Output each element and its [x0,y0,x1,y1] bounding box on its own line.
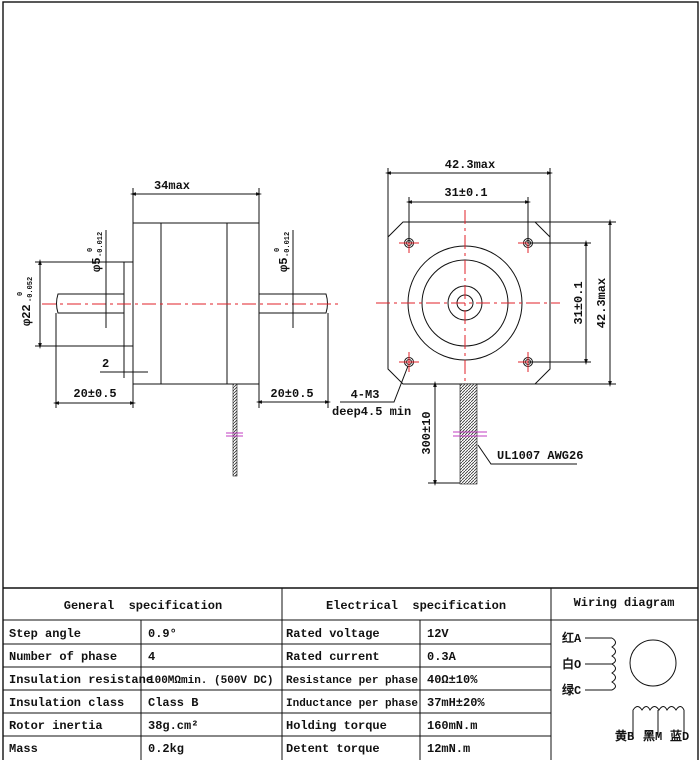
dim-height: 42.3max [595,278,609,328]
spec-label: Holding torque [286,719,387,733]
rotor-symbol [629,639,677,687]
wire-label-m: 黑M [643,729,662,744]
spec-label: Insulation resistane [9,673,153,687]
dim-hole-spacing-h: 31±0.1 [444,186,487,200]
dim-shaft-diameter-right: φ5 0 -0.012 [274,232,292,272]
hole-depth-callout: deep4.5 min [332,405,411,419]
side-view: 34max φ22 0 -0.052 φ5 0 -0.012 φ5 0 -0.0… [17,179,340,477]
lead-wires [459,383,478,485]
spec-value: 0.3A [427,650,457,664]
wire-label-c: 绿C [562,682,581,698]
wire-label-d: 蓝D [670,728,689,744]
wire-lines [632,710,685,738]
leader-line [340,365,409,403]
dim-shaft-diameter-left: φ5 0 -0.012 [87,232,105,272]
hole-callout: 4-M3 [351,388,380,402]
spec-value: 38g.cm² [148,719,198,733]
tol-upper: 0 [17,292,25,296]
dim-hole-spacing-v: 31±0.1 [572,281,586,324]
spec-value: 160mN.m [427,719,477,733]
leader-line [477,444,577,465]
coil-b-d [632,706,685,712]
dim-lead-length: 300±10 [420,411,434,454]
dim-flange-thickness: 2 [102,357,109,371]
spec-value: 40Ω±10% [427,673,478,687]
spec-label: Number of phase [9,650,117,664]
coil-a-c [610,637,616,691]
lead-wire [232,383,238,477]
dim-text: φ22 [20,304,34,326]
spec-value: 12V [427,627,449,641]
dim-width: 42.3max [445,158,495,172]
general-spec-rows: Step angle 0.9° Number of phase 4 Insula… [9,627,273,756]
spec-label: Mass [9,742,38,756]
spec-label: Rated current [286,650,380,664]
wire-spec-callout: UL1007 AWG26 [497,449,583,463]
wire-label-a: 红A [562,630,582,646]
front-view: 42.3max 31±0.1 31±0.1 42.3max 4-M3 deep4… [332,158,616,486]
tol-upper: 0 [274,248,282,252]
dim-text: φ5 [90,258,104,272]
general-spec-title: General specification [64,599,222,613]
left-shaft [56,293,124,314]
dim-length: 34max [154,179,190,193]
spec-label: Rotor inertia [9,719,103,733]
spec-value: 100MΩmin. (500V DC) [148,675,273,687]
spec-value: 4 [148,650,155,664]
spec-value: 0.2kg [148,742,184,756]
spec-label: Inductance per phase [286,698,418,710]
spec-label: Resistance per phase [286,675,418,687]
tol-upper: 0 [87,248,95,252]
dim-shaft-length-left: 20±0.5 [73,387,116,401]
spec-label: Detent torque [286,742,380,756]
wiring-diagram: 红A 白O 绿C 黄B 黑M 蓝D [562,630,689,744]
spec-label: Insulation class [9,696,124,710]
spec-value: 0.9° [148,627,177,641]
tol-lower: -0.012 [284,232,292,257]
dim-flange-diameter: φ22 0 -0.052 [17,277,35,326]
wire-label-b: 黄B [615,728,634,744]
dim-shaft-length-right: 20±0.5 [270,387,313,401]
wiring-diagram-title: Wiring diagram [574,596,675,610]
spec-table: General specification Electrical specifi… [3,587,698,760]
spec-value: 12mN.m [427,742,470,756]
wire-lines [585,637,612,691]
spec-label: Step angle [9,627,81,641]
spec-value: 37mH±20% [427,696,485,710]
mounting-holes [399,233,538,372]
electrical-spec-rows: Rated voltage 12V Rated current 0.3A Res… [286,627,485,756]
wire-label-o: 白O [562,656,581,672]
dim-text: φ5 [277,258,291,272]
tol-lower: -0.012 [97,232,105,257]
electrical-spec-title: Electrical specification [326,599,506,613]
spec-label: Rated voltage [286,627,380,641]
spec-value: Class B [148,696,198,710]
tol-lower: -0.052 [27,277,35,302]
